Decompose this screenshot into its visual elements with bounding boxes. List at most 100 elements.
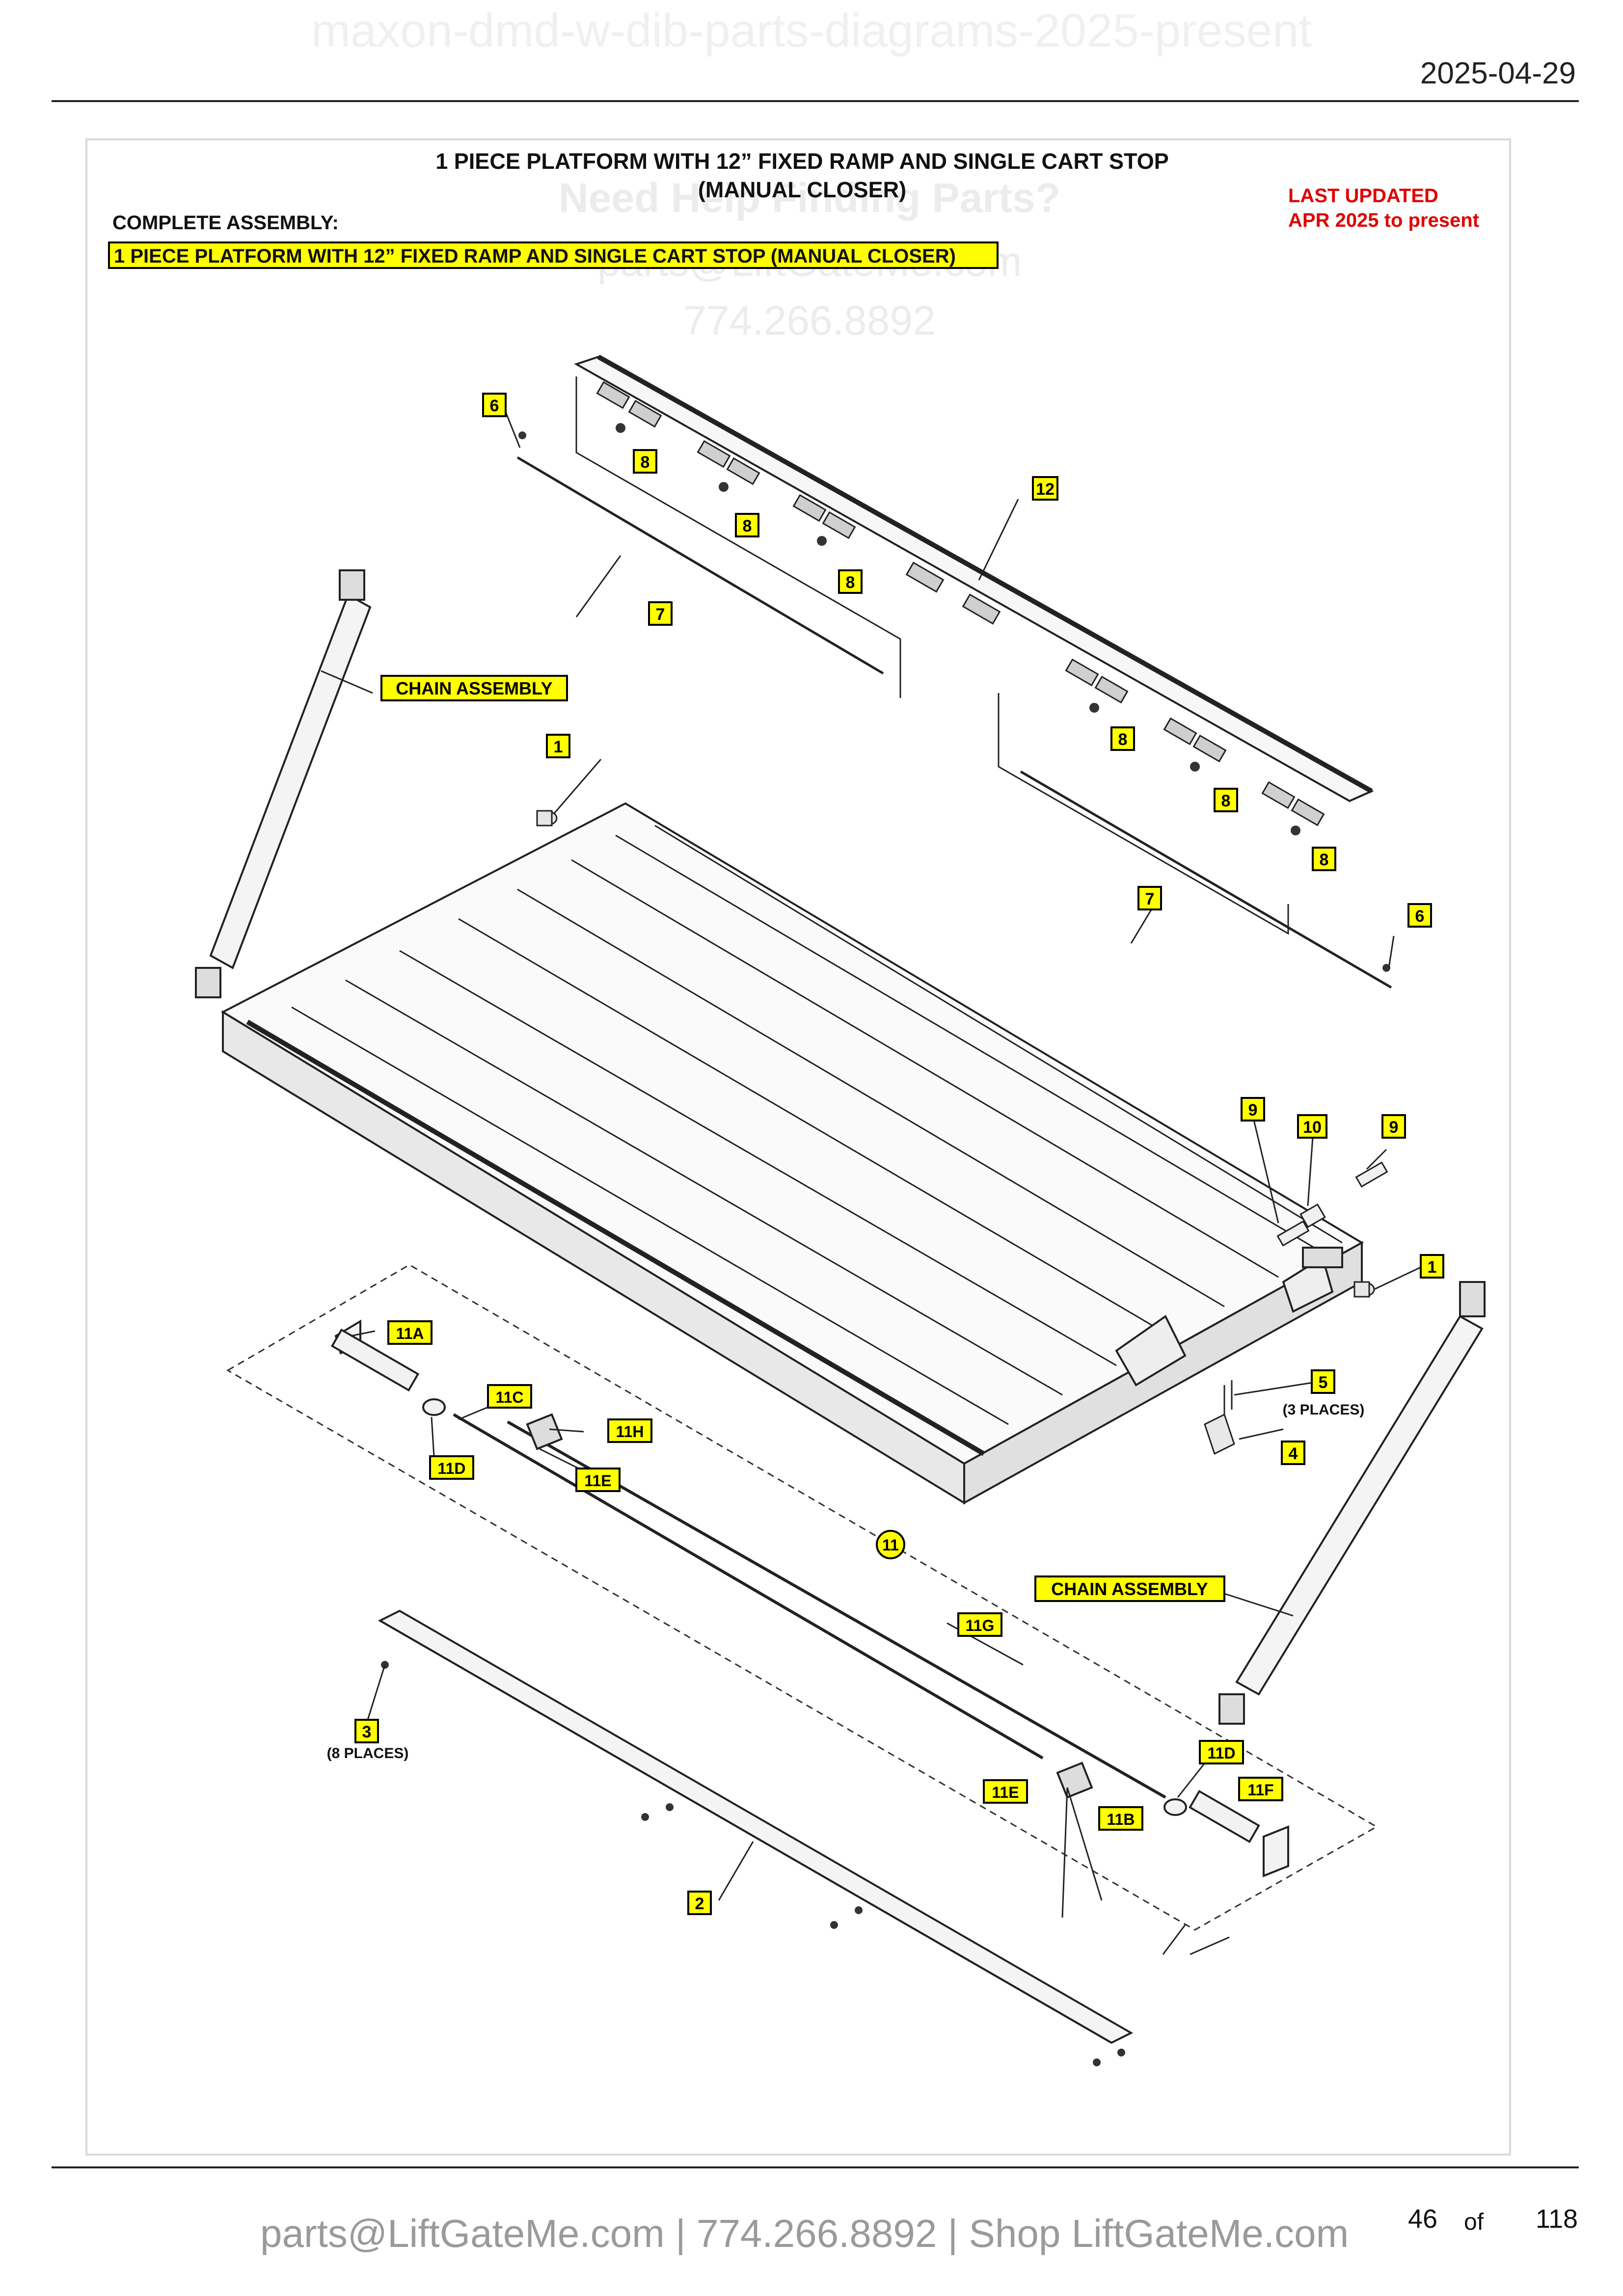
callout-8-f-label: 8 (1320, 851, 1329, 869)
callout-1-top (546, 734, 570, 758)
places-8-note: (8 PLACES) (327, 1745, 409, 1762)
callout-9-a (1241, 1097, 1265, 1121)
angle-screws (381, 1661, 1125, 2066)
callout-2-label: 2 (695, 1895, 704, 1913)
bottom-angle (378, 1609, 1134, 2044)
callout-5 (1311, 1369, 1335, 1394)
last-updated-date: APR 2025 to present (1288, 210, 1479, 231)
callout-11g (957, 1612, 1002, 1637)
last-updated-label: LAST UPDATED (1288, 185, 1438, 207)
footer-contact: parts@LiftGateMe.com | 774.266.8892 | Sh… (260, 2212, 1349, 2255)
callout-3-label: 3 (362, 1723, 372, 1741)
callout-10 (1297, 1114, 1327, 1139)
callout-11d-right-label: 11D (1208, 1744, 1236, 1762)
callout-11b-label: 11B (1107, 1811, 1135, 1828)
chain-assembly-left (195, 569, 372, 998)
page-date: 2025-04-29 (1420, 56, 1576, 90)
chain-assembly-label-right (1034, 1575, 1225, 1602)
callout-7-bottom (1137, 886, 1162, 910)
chain-assembly-label-left-text: CHAIN ASSEMBLY (396, 678, 552, 698)
callout-8-d (1110, 726, 1135, 751)
callout-11a (387, 1320, 433, 1345)
callout-6-top-label: 6 (490, 397, 499, 415)
callout-9-b (1381, 1114, 1406, 1139)
callout-10-label: 10 (1303, 1118, 1322, 1137)
callout-8-c-label: 8 (846, 573, 855, 592)
callout-8-f (1312, 847, 1336, 871)
leader-lines (321, 410, 1421, 1955)
complete-assembly-name: 1 PIECE PLATFORM WITH 12” FIXED RAMP AND… (114, 245, 956, 267)
closer-shaft-assembly (330, 1319, 1289, 1877)
callout-12-label: 12 (1036, 480, 1055, 499)
callout-11h-label: 11H (616, 1423, 644, 1441)
callout-5-label: 5 (1319, 1373, 1328, 1392)
callout-12 (1032, 476, 1058, 501)
callout-1-bottom-label: 1 (1428, 1258, 1437, 1277)
callout-11f (1238, 1777, 1283, 1801)
callout-11f-label: 11F (1247, 1781, 1273, 1799)
callout-11g-label: 11G (966, 1617, 995, 1634)
bracket-item-4 (1204, 1380, 1235, 1455)
footer-rule (52, 2166, 1579, 2168)
callout-8-c (838, 569, 863, 594)
callout-11d-left (429, 1455, 474, 1480)
callout-11-label: 11 (882, 1536, 899, 1554)
callout-8-b (735, 513, 759, 537)
cart-stop-assembly (516, 354, 1392, 989)
complete-assembly-highlight (108, 241, 999, 269)
page-of: of (1464, 2209, 1484, 2235)
callout-8-a (633, 449, 657, 474)
callout-11e-left-label: 11E (584, 1472, 611, 1490)
callout-7-top (648, 601, 673, 626)
chain-assembly-label-right-text: CHAIN ASSEMBLY (1051, 1579, 1208, 1599)
item-11-dashed-outline (226, 1264, 1379, 1931)
page-total: 118 (1536, 2204, 1578, 2234)
diagram-title-line2: (MANUAL CLOSER) (698, 177, 906, 202)
page-number: 46 (1408, 2204, 1438, 2234)
hinge-pins (1276, 1161, 1388, 1247)
callout-11b (1098, 1806, 1143, 1831)
diagram-frame (85, 138, 1511, 2156)
callout-11a-label: 11A (396, 1325, 424, 1342)
callout-8-e (1214, 788, 1238, 812)
diagram-title-line1: 1 PIECE PLATFORM WITH 12” FIXED RAMP AND… (435, 149, 1168, 174)
callout-8-e-label: 8 (1221, 792, 1231, 810)
callout-4-label: 4 (1289, 1444, 1298, 1463)
callout-7-top-label: 7 (656, 605, 665, 624)
callout-1-top-label: 1 (554, 738, 563, 756)
callout-11 (876, 1530, 905, 1559)
callout-11e-left (575, 1468, 621, 1492)
callout-11d-left-label: 11D (438, 1460, 466, 1477)
callout-9-b-label: 9 (1389, 1118, 1399, 1137)
chain-assembly-right (1218, 1281, 1486, 1725)
callout-2 (687, 1891, 712, 1915)
watermark-help: Need Help Finding Parts? (559, 175, 1060, 221)
complete-assembly-label: COMPLETE ASSEMBLY: (112, 212, 339, 234)
chain-assembly-label-left (380, 675, 568, 701)
places-3-note: (3 PLACES) (1283, 1402, 1365, 1418)
callout-11c (487, 1384, 532, 1409)
callouts: 6 8 8 8 8 8 8 12 7 7 6 1 1 CHAIN ASSEMBL… (327, 393, 1444, 1915)
callout-7-bottom-label: 7 (1145, 890, 1155, 908)
top-watermark-title: maxon-dmd-w-dib-parts-diagrams-2025-pres… (311, 4, 1312, 57)
callout-3 (354, 1719, 379, 1743)
callout-11e-right-label: 11E (992, 1784, 1019, 1801)
callout-11h (607, 1418, 652, 1443)
callout-8-d-label: 8 (1118, 730, 1128, 749)
callout-11c-label: 11C (496, 1388, 524, 1406)
callout-6-bottom-label: 6 (1415, 907, 1425, 926)
callout-11e-right (983, 1779, 1028, 1804)
callout-11d-right (1199, 1740, 1244, 1764)
callout-8-b-label: 8 (743, 517, 752, 535)
parts-diagram: Need Help Finding Parts? parts@LiftGateM… (108, 149, 1486, 2066)
header-rule (52, 100, 1579, 102)
watermark-phone: 774.266.8892 (683, 297, 936, 344)
callout-9-a-label: 9 (1248, 1101, 1258, 1120)
callout-8-a-label: 8 (641, 453, 650, 472)
callout-6-top (482, 393, 507, 417)
callout-1-bottom (1420, 1254, 1444, 1279)
callout-6-bottom (1407, 903, 1432, 928)
platform-bushings (536, 810, 1375, 1298)
platform (220, 802, 1364, 1505)
callout-4 (1281, 1441, 1305, 1465)
